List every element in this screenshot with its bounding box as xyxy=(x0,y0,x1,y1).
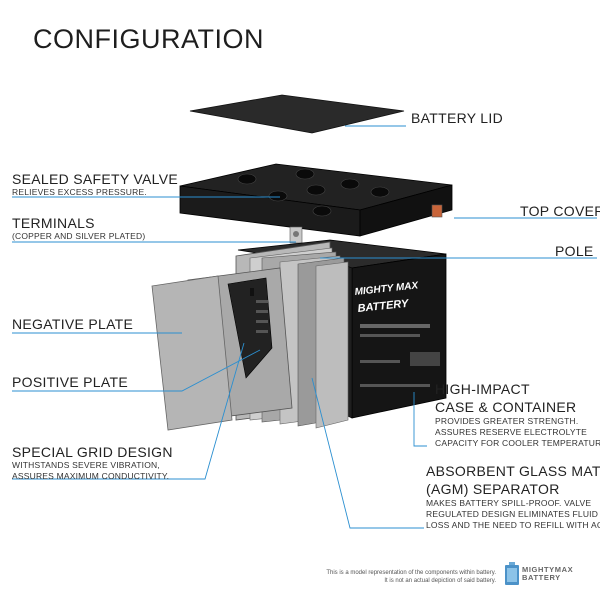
battery-lid-label: BATTERY LID xyxy=(411,110,503,126)
agm-desc-3: LOSS AND THE NEED TO REFILL WITH ACID. xyxy=(426,520,600,530)
terminals-desc: (COPPER AND SILVER PLATED) xyxy=(12,231,146,241)
logo-text-2: BATTERY xyxy=(522,573,561,582)
sealed-safety-valve-desc: RELIEVES EXCESS PRESSURE. xyxy=(12,187,147,197)
leader-lines xyxy=(12,125,597,529)
mightymax-logo: MIGHTYMAX BATTERY xyxy=(504,562,584,588)
logo-text-1: MIGHTYMAX xyxy=(522,565,574,574)
high-impact-label-1: HIGH-IMPACT xyxy=(435,381,530,397)
sealed-safety-valve-label: SEALED SAFETY VALVE xyxy=(12,171,178,187)
special-grid-label: SPECIAL GRID DESIGN xyxy=(12,444,173,460)
agm-label-1: ABSORBENT GLASS MAT xyxy=(426,463,600,479)
terminals-label: TERMINALS xyxy=(12,215,95,231)
special-grid-desc-1: WITHSTANDS SEVERE VIBRATION, xyxy=(12,460,160,470)
positive-plate-label: POSITIVE PLATE xyxy=(12,374,128,390)
disclaimer-line-1: This is a model representation of the co… xyxy=(326,570,496,576)
pole-label: POLE xyxy=(555,243,594,259)
battery-brand-line2: BATTERY xyxy=(357,298,411,315)
negative-plate-label: NEGATIVE PLATE xyxy=(12,316,134,332)
battery-lid-graphic xyxy=(189,94,405,134)
top-cover-label: TOP COVER xyxy=(520,203,600,219)
negative-plate-graphic xyxy=(151,275,233,431)
agm-desc-2: REGULATED DESIGN ELIMINATES FLUID xyxy=(426,509,599,519)
disclaimer: This is a model representation of the co… xyxy=(326,569,496,585)
agm-desc-1: MAKES BATTERY SPILL-PROOF. VALVE xyxy=(426,498,592,508)
top-cover-graphic xyxy=(179,163,453,244)
page-title: CONFIGURATION xyxy=(33,24,264,54)
special-grid-desc-2: ASSURES MAXIMUM CONDUCTIVITY. xyxy=(12,471,170,481)
high-impact-desc-2: ASSURES RESERVE ELECTROLYTE xyxy=(435,427,587,437)
high-impact-desc-3: CAPACITY FOR COOLER TEMPERATURES. xyxy=(435,438,600,448)
battery-logo-icon xyxy=(505,562,519,585)
high-impact-label-2: CASE & CONTAINER xyxy=(435,399,577,415)
agm-label-2: (AGM) SEPARATOR xyxy=(426,481,560,497)
high-impact-desc-1: PROVIDES GREATER STRENGTH. xyxy=(435,416,579,426)
disclaimer-line-2: It is not an actual depiction of said ba… xyxy=(384,578,496,584)
